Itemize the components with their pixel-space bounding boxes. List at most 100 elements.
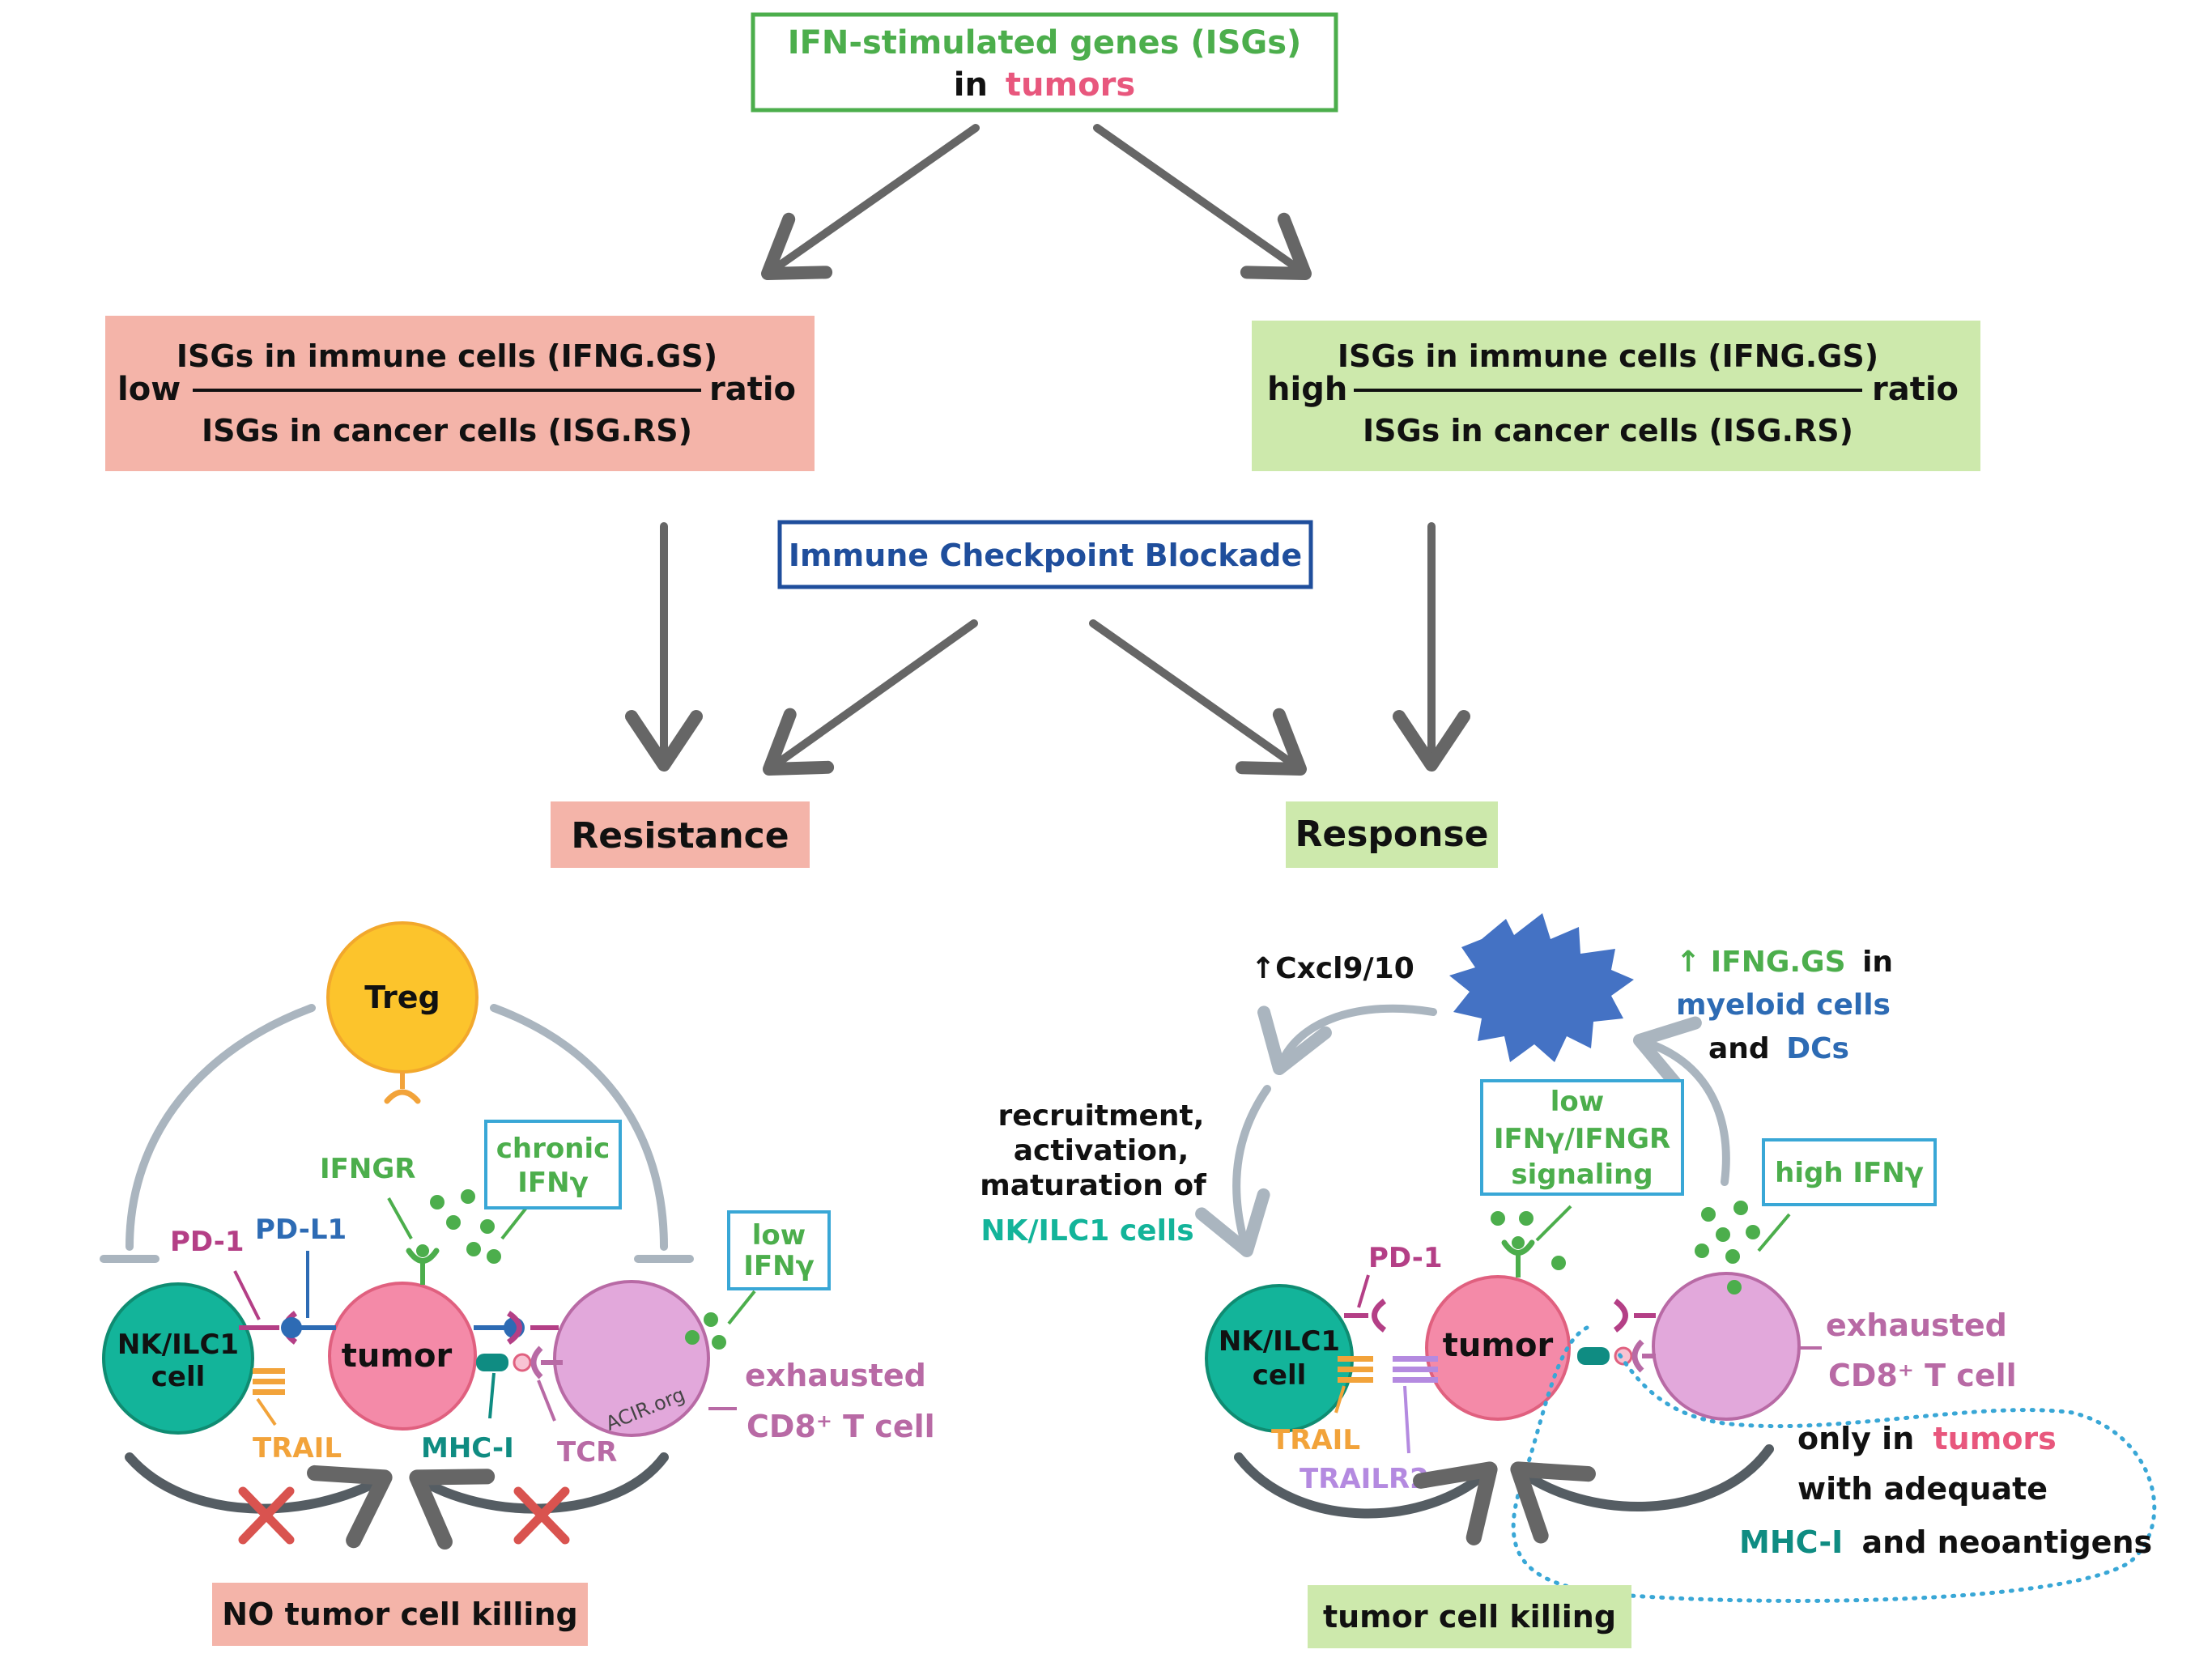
chronic-ifng-box <box>484 1120 622 1209</box>
trailr2-pointer <box>1403 1385 1410 1454</box>
left-panel: Treg NK/ILC1 cell tumor ACIR.org PD-1 PD… <box>100 921 935 1646</box>
only-line3: MHC-I and neoantigens <box>1739 1524 2152 1560</box>
and-dcs-line: and DCs <box>1708 1032 1849 1065</box>
only-line3-suffix: and neoantigens <box>1862 1524 2153 1560</box>
pd1-cup-mid-left <box>506 1311 522 1345</box>
right-panel: ↑Cxcl9/10 ↑ IFNG.GS in myeloid cells and… <box>980 913 2157 1648</box>
high-ifng-label: high IFNγ <box>1775 1157 1924 1189</box>
cd8-cell-left <box>553 1280 710 1437</box>
high-ifng-dot-3 <box>1716 1227 1730 1242</box>
nk-kill-arrow-right <box>1234 1452 1498 1545</box>
high-ratio-numerator: ISGs in immune cells (IFNG.GS) <box>1338 338 1878 374</box>
killing-box <box>1308 1585 1631 1648</box>
ifng-gs-in: in <box>1862 946 1893 979</box>
tcr-cup-left <box>530 1346 543 1380</box>
dendritic-cell <box>1449 913 1634 1062</box>
exhausted-line2-right: CD8⁺ T cell <box>1828 1358 2017 1393</box>
low-ifng-dot-2 <box>712 1335 726 1350</box>
cd8-cell-right <box>1652 1272 1801 1421</box>
low-ratio-numerator: ISGs in immune cells (IFNG.GS) <box>177 338 717 374</box>
high-ifng-dot-4 <box>1746 1225 1760 1239</box>
nk-label-line2-left: cell <box>151 1361 206 1393</box>
mhc-pointer-left <box>488 1372 496 1419</box>
only-line2: with adequate <box>1797 1471 2048 1507</box>
nk-label-line1-left: NK/ILC1 <box>117 1329 239 1361</box>
pd1-label-right: PD-1 <box>1368 1242 1443 1274</box>
cd8-kill-arrow-left <box>409 1452 669 1550</box>
ifng-to-dc-arrow <box>1633 1016 1730 1186</box>
low-ifng-line1: low <box>752 1219 806 1252</box>
pd1-cup-cd8-right <box>1613 1299 1628 1333</box>
tumor-cell-right <box>1425 1275 1571 1421</box>
recruit-line3: maturation of <box>980 1169 1206 1202</box>
recruit-line4: NK/ILC1 cells <box>981 1214 1193 1248</box>
low-ratio-denominator: ISGs in cancer cells (ISG.RS) <box>202 413 692 449</box>
trail-label-left: TRAIL <box>253 1432 342 1465</box>
exhausted-line2-left: CD8⁺ T cell <box>747 1409 935 1444</box>
ifngr-bound-dot-right <box>1512 1236 1525 1249</box>
low-ratio-prefix: low <box>117 371 181 408</box>
tumor-cell-left <box>328 1282 477 1431</box>
pdl1-ball-left <box>281 1317 302 1338</box>
trail-label-right: TRAIL <box>1271 1424 1360 1456</box>
ifngr-cup-left <box>406 1248 440 1264</box>
arrow-top-to-low <box>760 124 980 280</box>
nk-cell-right <box>1205 1284 1354 1433</box>
recruit-line1: recruitment, <box>998 1099 1205 1133</box>
myeloid-label: myeloid cells <box>1676 988 1891 1022</box>
ifng-gs-arrow: ↑ <box>1676 946 1700 979</box>
tcr-label-left: TCR <box>557 1436 617 1469</box>
high-ifng-pointer <box>1757 1213 1791 1252</box>
high-ifng-dot-6 <box>1725 1249 1740 1264</box>
and-label: and <box>1708 1032 1770 1065</box>
mhc-block-left <box>476 1354 508 1371</box>
pdl1-label-left: PD-L1 <box>255 1214 347 1246</box>
chronic-ifng-dot-2 <box>461 1189 475 1204</box>
ifng-gs-line: ↑ IFNG.GS in <box>1676 946 1893 979</box>
mhc-block-right <box>1577 1347 1610 1365</box>
antigen-left <box>513 1353 532 1372</box>
icb-box-label: Immune Checkpoint Blockade <box>789 538 1302 573</box>
chronic-ifng-dot-5 <box>466 1242 481 1256</box>
exhausted-line1-left: exhausted <box>745 1358 926 1393</box>
nk-cell-left <box>102 1282 254 1435</box>
response-label: Response <box>1295 814 1489 855</box>
nk-kill-arrow-left <box>125 1452 393 1549</box>
no-killing-box <box>212 1583 588 1646</box>
antigen-right <box>1614 1346 1633 1366</box>
top-box-line1: IFN-stimulated genes (ISGs) <box>788 24 1302 62</box>
arrow-top-to-high <box>1093 124 1312 280</box>
low-ratio-suffix: ratio <box>709 371 796 408</box>
arrow-icb-to-response <box>1089 619 1307 776</box>
low-sig-dot-1 <box>1491 1211 1505 1226</box>
arrow-icb-to-resistance <box>763 619 978 776</box>
chronic-ifng-pointer <box>500 1206 528 1240</box>
low-sig-pointer <box>1535 1205 1572 1242</box>
chronic-ifng-line2: IFNγ <box>517 1167 589 1199</box>
low-sig-dot-2 <box>1519 1211 1534 1226</box>
cxcl-label: ↑Cxcl9/10 <box>1251 952 1414 985</box>
recruit-to-nk-arrow <box>1195 1085 1271 1257</box>
trailr2-bar-2 <box>1393 1367 1438 1372</box>
dc-to-recruit-arrow <box>1257 1004 1437 1075</box>
trailr2-bar-1 <box>1393 1356 1438 1362</box>
mhc-label-left: MHC-I <box>421 1432 514 1465</box>
no-kill-x-icon-left <box>238 1486 295 1545</box>
chronic-ifng-dot-1 <box>430 1195 445 1209</box>
low-ifng-line2: IFNγ <box>743 1250 815 1282</box>
only-line3-highlight: MHC-I <box>1739 1524 1843 1560</box>
trail-bar-3-left <box>253 1389 285 1395</box>
pd1-cup-right <box>1372 1299 1387 1333</box>
low-ratio-box: low ISGs in immune cells (IFNG.GS) ISGs … <box>105 316 815 471</box>
resistance-box: Resistance <box>551 801 810 868</box>
tumor-label-right: tumor <box>1443 1327 1554 1364</box>
recruit-line2: activation, <box>1014 1134 1189 1167</box>
only-line1-prefix: only in <box>1797 1421 1914 1456</box>
dcs-label: DCs <box>1786 1032 1849 1065</box>
no-killing-label: NO tumor cell killing <box>222 1596 577 1632</box>
chronic-ifng-dot-3 <box>446 1215 461 1230</box>
resistance-label: Resistance <box>571 815 789 857</box>
low-sig-dot-3 <box>1551 1256 1566 1270</box>
trail-pointer-right <box>1334 1385 1346 1414</box>
